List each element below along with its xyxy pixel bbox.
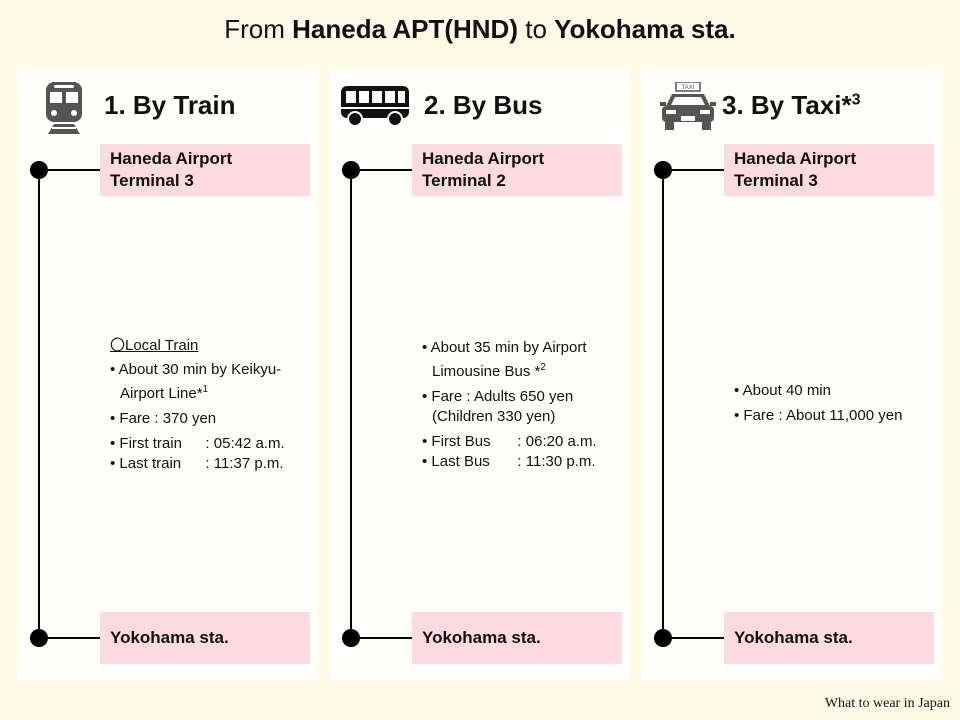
end-station: Yokohama sta. xyxy=(724,612,934,664)
taxi-icon: TAXI xyxy=(660,82,716,130)
credit: What to wear in Japan xyxy=(824,696,950,711)
info-item: • About 35 min by Airport Limousine Bus … xyxy=(422,339,587,380)
svg-text:TAXI: TAXI xyxy=(682,85,695,91)
info-item: • Fare : 370 yen xyxy=(110,410,217,427)
connector-line xyxy=(672,169,724,171)
start-station: Haneda Airport Terminal 2 xyxy=(412,144,622,196)
route-info: • About 35 min by Airport Limousine Bus … xyxy=(422,338,627,472)
end-station: Yokohama sta. xyxy=(100,612,310,664)
panel-title: 2. By Bus xyxy=(424,90,543,120)
end-dot xyxy=(342,629,360,647)
bus-icon xyxy=(341,86,409,127)
train-panel: 1. By Train Haneda Airport Terminal 3 〇L… xyxy=(18,70,318,680)
info-item: • Fare : About 11,000 yen xyxy=(734,407,903,424)
end-station: Yokohama sta. xyxy=(412,612,622,664)
connector-line xyxy=(360,169,412,171)
connector-line xyxy=(48,637,100,639)
route-info: • About 40 min • Fare : About 11,000 yen xyxy=(734,381,939,431)
first-time: • First Bus: 06:20 a.m. xyxy=(422,433,597,450)
start-station: Haneda Airport Terminal 3 xyxy=(724,144,934,196)
last-time: • Last Bus: 11:30 p.m. xyxy=(422,453,596,470)
first-time: • First train: 05:42 a.m. xyxy=(110,435,285,452)
info-item: • About 40 min xyxy=(734,382,831,399)
panel-title: 1. By Train xyxy=(104,90,236,120)
end-dot xyxy=(654,629,672,647)
info-item: • Fare : Adults 650 yen (Children 330 ye… xyxy=(422,388,574,425)
bus-panel: 2. By Bus Haneda Airport Terminal 2 • Ab… xyxy=(330,70,630,680)
start-station: Haneda Airport Terminal 3 xyxy=(100,144,310,196)
last-time: • Last train: 11:37 p.m. xyxy=(110,455,284,472)
route-line xyxy=(350,170,352,638)
route-heading: 〇Local Train xyxy=(110,337,199,354)
page-title: From Haneda APT(HND) to Yokohama sta. xyxy=(224,14,736,44)
connector-line xyxy=(672,637,724,639)
route-line xyxy=(662,170,664,638)
info-item: • About 30 min by Keikyu-Airport Line*1 xyxy=(110,361,282,402)
taxi-panel: TAXI 3. By Taxi*3 Haneda Airport Termina… xyxy=(642,70,942,680)
end-dot xyxy=(30,629,48,647)
route-line xyxy=(38,170,40,638)
route-info: 〇Local Train • About 30 min by Keikyu-Ai… xyxy=(110,336,315,474)
train-icon xyxy=(46,82,82,134)
panel-title: 3. By Taxi*3 xyxy=(722,90,861,120)
connector-line xyxy=(48,169,100,171)
connector-line xyxy=(360,637,412,639)
